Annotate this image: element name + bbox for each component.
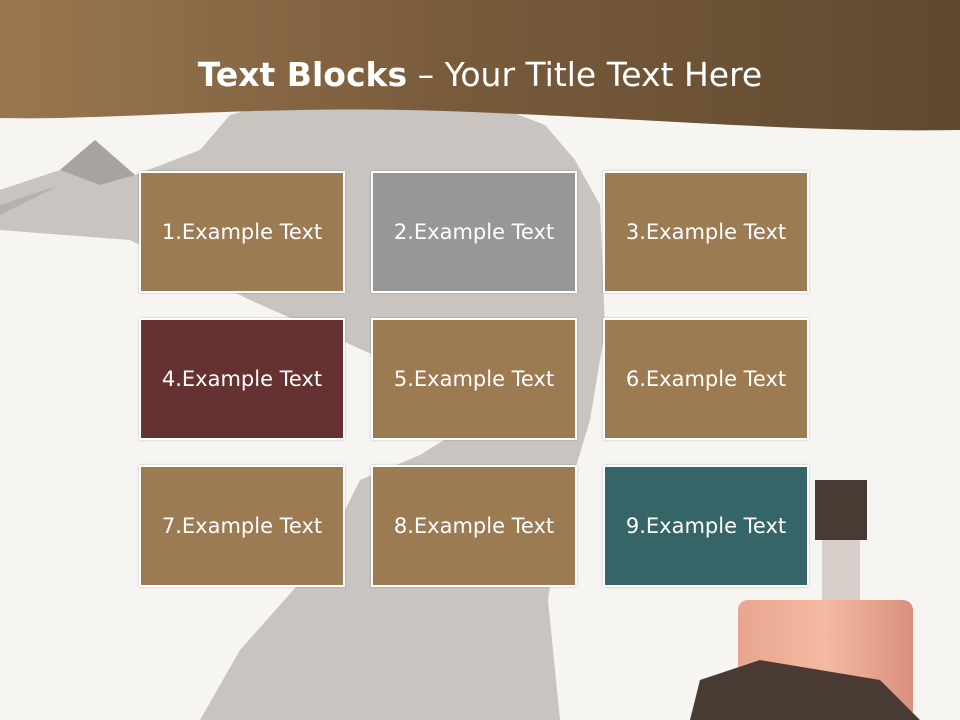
text-block-label: 6.Example Text <box>625 367 787 391</box>
text-block-7[interactable]: 7.Example Text <box>139 465 345 587</box>
text-block-label: 5.Example Text <box>393 367 555 391</box>
header-band <box>0 0 960 131</box>
text-block-8[interactable]: 8.Example Text <box>371 465 577 587</box>
text-block-9[interactable]: 9.Example Text <box>603 465 809 587</box>
text-block-6[interactable]: 6.Example Text <box>603 318 809 440</box>
text-block-1[interactable]: 1.Example Text <box>139 171 345 293</box>
text-block-label: 7.Example Text <box>161 514 323 538</box>
slide-title: Text Blocks – Your Title Text Here <box>0 52 960 98</box>
slide-title-bold: Text Blocks <box>197 55 408 94</box>
text-block-3[interactable]: 3.Example Text <box>603 171 809 293</box>
text-block-label: 1.Example Text <box>161 220 323 244</box>
text-block-5[interactable]: 5.Example Text <box>371 318 577 440</box>
text-block-4[interactable]: 4.Example Text <box>139 318 345 440</box>
text-block-label: 4.Example Text <box>161 367 323 391</box>
text-block-label: 9.Example Text <box>625 514 787 538</box>
text-block-2[interactable]: 2.Example Text <box>371 171 577 293</box>
slide-title-rest: Your Title Text Here <box>444 55 763 94</box>
text-block-label: 2.Example Text <box>393 220 555 244</box>
bottle-illustration <box>690 480 920 720</box>
text-block-label: 8.Example Text <box>393 514 555 538</box>
slide-title-dash: – <box>407 55 445 94</box>
text-block-label: 3.Example Text <box>625 220 787 244</box>
